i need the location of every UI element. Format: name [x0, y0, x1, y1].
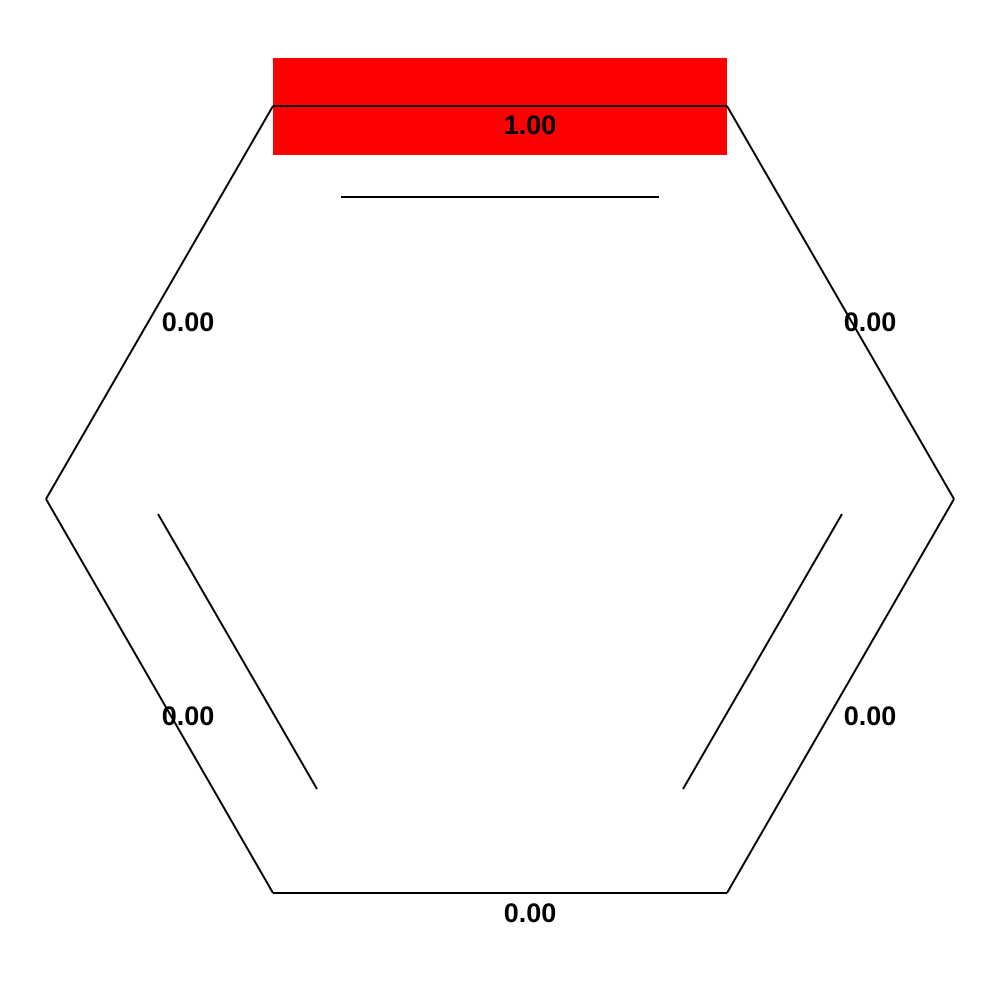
bond-value-top: 1.00: [504, 110, 557, 140]
double-bond-line-lower-left: [157, 513, 318, 790]
double-bond-line-lower-right: [682, 513, 843, 790]
bond-lower-right: [726, 498, 955, 894]
bond-value-upper-right: 0.00: [844, 307, 897, 337]
bond-value-lower-right: 0.00: [844, 701, 897, 731]
bond-lower-left: [45, 498, 274, 894]
bond-value-upper-left: 0.00: [162, 307, 215, 337]
bond-value-bottom: 0.00: [504, 898, 557, 928]
bond-upper-left: [45, 105, 274, 500]
bond-value-lower-left: 0.00: [162, 701, 215, 731]
bond-upper-right: [726, 105, 955, 500]
